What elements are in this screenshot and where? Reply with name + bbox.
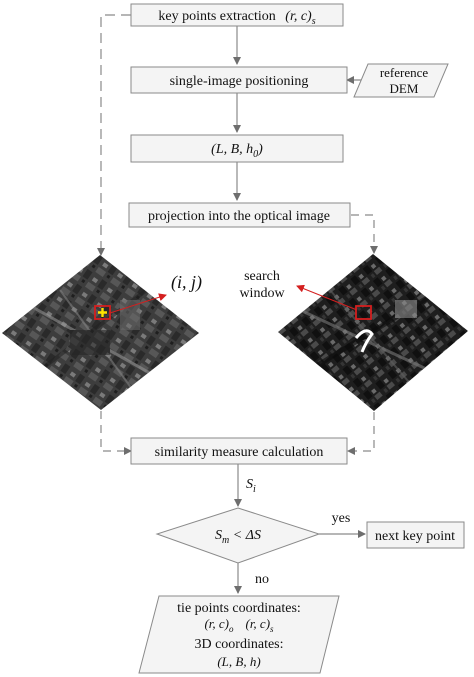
step-positioning-box xyxy=(130,66,348,94)
decision-yes-label: yes xyxy=(332,511,351,526)
output-line3: 3D coordinates: xyxy=(194,637,283,652)
output-rc-o-sub: o xyxy=(229,624,234,634)
keypoint-cross-icon xyxy=(98,308,107,317)
search-window-marker xyxy=(355,305,372,320)
reference-dem-line2: DEM xyxy=(390,81,419,96)
svg-text:(L, B, h0): (L, B, h0) xyxy=(211,142,263,160)
output-rc-o: (r, c) xyxy=(204,616,229,631)
search-window-label-line1: search xyxy=(244,269,280,284)
step-positioning-label: single-image positioning xyxy=(170,74,309,89)
dashed-line-right-bottom xyxy=(347,412,375,455)
svg-text:(r, c)o(r, c)s: (r, c)o(r, c)s xyxy=(204,616,274,634)
decision-lhs: S xyxy=(215,528,222,543)
dashed-line-left xyxy=(97,14,131,256)
step-similarity-label: similarity measure calculation xyxy=(155,445,324,460)
svg-text:key points extraction (r,: key points extraction (r, c)s xyxy=(158,9,315,27)
optical-image-right xyxy=(278,254,468,411)
svg-text:Sm < ΔS: Sm < ΔS xyxy=(215,528,261,546)
next-keypoint-box xyxy=(366,521,465,549)
step-coords-sub: 0 xyxy=(253,149,258,160)
output-shape xyxy=(138,595,340,674)
step-keypoints-sub: s xyxy=(312,16,316,27)
output-line4: (L, B, h) xyxy=(217,654,260,669)
decision-no-label: no xyxy=(255,572,269,587)
optical-image-left xyxy=(2,255,199,410)
step-projection-label: projection into the optical image xyxy=(148,209,330,224)
keypoint-coords-label: (i, j) xyxy=(171,272,202,293)
search-window-label-line2: window xyxy=(239,286,285,301)
step-similarity-box xyxy=(130,437,348,465)
decision-lhs-sub: m xyxy=(222,535,229,546)
step-keypoints-math: (r, c) xyxy=(285,9,312,24)
step-coords-close: ) xyxy=(257,142,263,157)
score-symbol: S xyxy=(246,477,253,492)
step-coords-box xyxy=(130,134,344,163)
reference-dem-shape xyxy=(353,63,449,98)
arrow-search-window-to-label xyxy=(296,284,358,311)
decision-rel: < ΔS xyxy=(229,528,261,543)
step-keypoints-box xyxy=(130,3,344,27)
output-line1: tie points coordinates: xyxy=(177,601,301,616)
output-rc-s-sub: s xyxy=(270,624,274,634)
svg-text:Si: Si xyxy=(246,477,256,495)
reference-dem-line1: reference xyxy=(380,65,429,80)
dashed-line-left-bottom xyxy=(100,411,132,455)
arrow-keypoint-to-label xyxy=(109,293,167,314)
score-sub: i xyxy=(253,484,256,495)
step-coords-math: (L, B, h xyxy=(211,142,253,157)
output-rc-s: (r, c) xyxy=(245,616,270,631)
step-keypoints-label: key points extraction xyxy=(158,9,275,24)
next-keypoint-label: next key point xyxy=(375,529,455,544)
step-projection-box xyxy=(128,202,351,228)
dashed-line-proj-right xyxy=(351,214,378,254)
decision-diamond xyxy=(155,507,321,564)
